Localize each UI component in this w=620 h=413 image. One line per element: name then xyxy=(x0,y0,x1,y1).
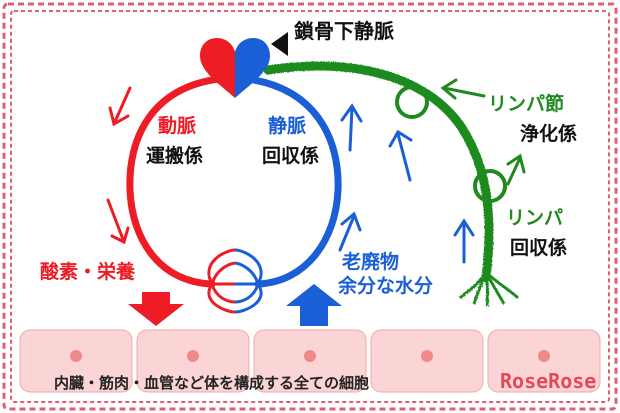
brand-watermark: RoseRose xyxy=(500,369,596,393)
vein-loop xyxy=(234,74,342,288)
waste-label-line2: 余分な水分 xyxy=(337,274,433,297)
cell-nucleus xyxy=(187,350,199,362)
flow-arrow-icon xyxy=(338,211,362,252)
flow-arrow-icon xyxy=(506,153,526,186)
supply-arrow-icon xyxy=(128,292,184,326)
vein-title: 静脈 xyxy=(268,114,306,137)
lymph-title: リンパ xyxy=(506,207,563,229)
cell-nucleus xyxy=(538,350,550,362)
cell-row xyxy=(19,329,601,393)
cell-nucleus xyxy=(70,350,82,362)
artery-title: 動脈 xyxy=(158,114,196,137)
flow-arrow-icon xyxy=(340,103,363,152)
supply-label: 酸素・栄養 xyxy=(40,260,136,283)
waste-label-line1: 老廃物 xyxy=(342,250,399,273)
cell-nucleus xyxy=(304,350,316,362)
flow-arrow-icon xyxy=(453,218,475,264)
flow-arrow-icon xyxy=(388,129,413,182)
inner-frame xyxy=(10,10,610,403)
artery-loop xyxy=(126,74,232,288)
cells-caption: 内臓・筋肉・血管など体を構成する全ての細胞 xyxy=(54,374,369,392)
return-arrow-icon xyxy=(286,284,342,326)
flow-arrow-icon xyxy=(440,78,486,100)
subclavian-vein-label: 鎖骨下静脈 xyxy=(294,19,394,43)
lymph-node-icon xyxy=(395,85,429,119)
heart-icon xyxy=(200,38,270,98)
lymph-role: 回収係 xyxy=(510,236,567,259)
flow-arrow-icon xyxy=(106,198,130,245)
lymph-vessel xyxy=(263,61,520,307)
cell-nucleus xyxy=(421,350,433,362)
vein-role: 回収係 xyxy=(262,144,319,167)
lymph-node-icon xyxy=(473,169,507,203)
lymph-node-title: リンパ節 xyxy=(488,92,564,115)
flow-arrow-icon xyxy=(108,86,132,127)
pointer-arrow-icon xyxy=(271,32,288,56)
capillary-icon xyxy=(207,248,263,314)
artery-role: 運搬係 xyxy=(146,144,203,167)
lymph-node-role: 浄化係 xyxy=(520,122,577,145)
